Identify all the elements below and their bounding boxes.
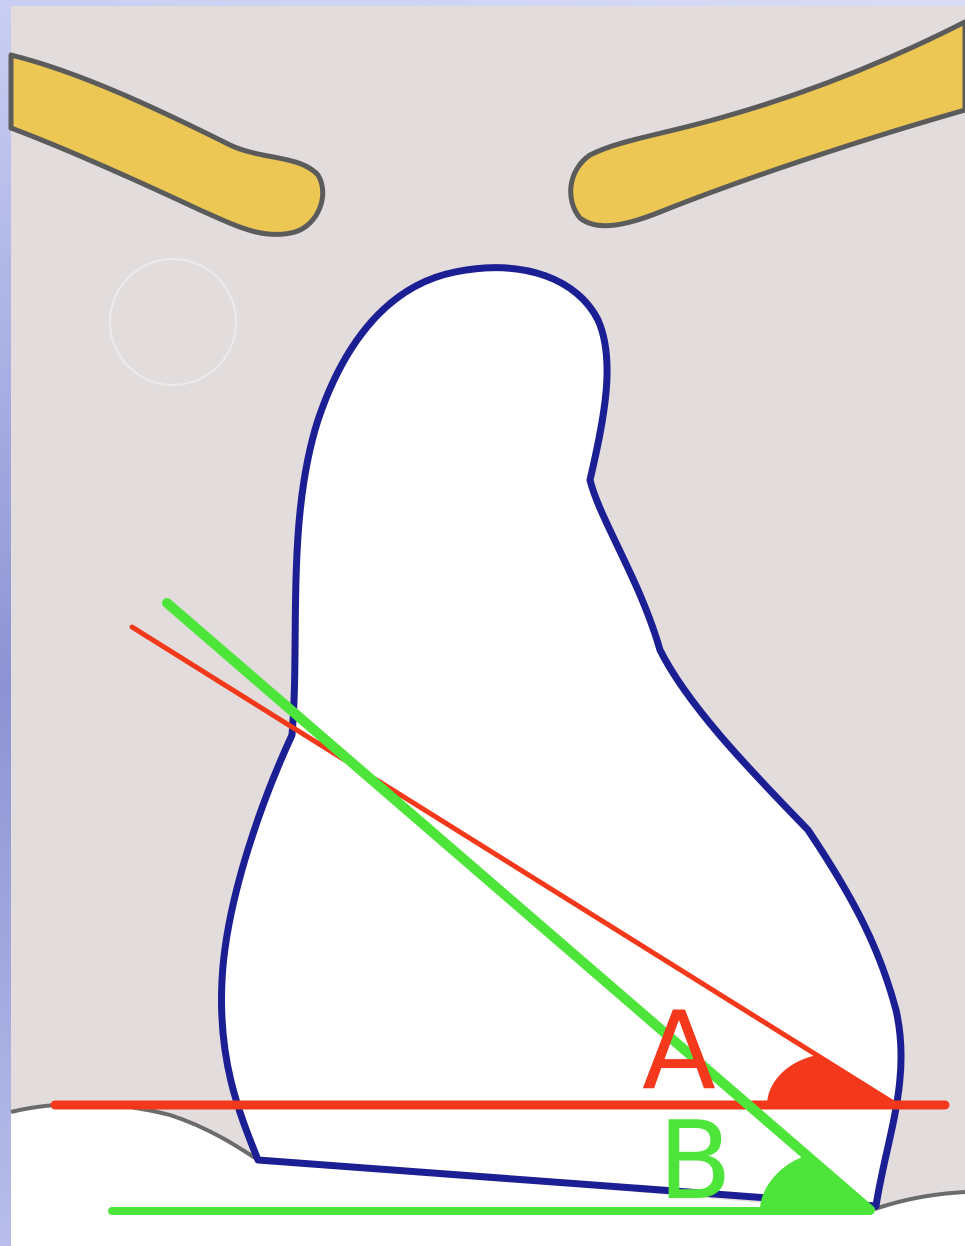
angle-a-label: A	[642, 989, 716, 1114]
angle-b-label: B	[658, 1099, 732, 1224]
